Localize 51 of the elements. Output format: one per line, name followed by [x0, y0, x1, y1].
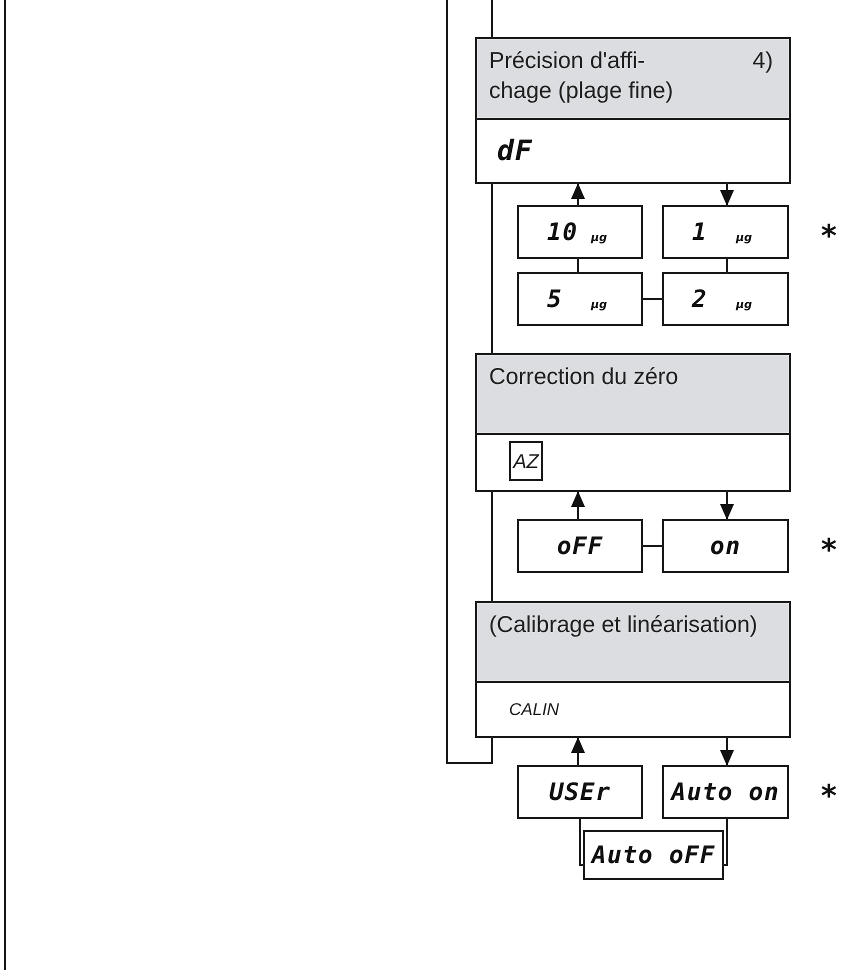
display-value: 2 — [692, 284, 708, 314]
connector-line — [726, 259, 728, 272]
display-code: CALIN — [509, 700, 560, 720]
connector-line — [446, 0, 493, 764]
connector-line — [491, 492, 493, 601]
parameter-title: Précision d'affi- chage (plage fine) — [489, 46, 674, 105]
display-value: on — [710, 531, 741, 561]
arrow — [720, 738, 734, 766]
display-box — [517, 519, 643, 573]
default-mark: * — [821, 222, 837, 252]
connector-line — [491, 184, 493, 353]
arrow — [571, 183, 585, 205]
arrow — [571, 737, 585, 765]
arrow — [720, 184, 734, 206]
default-mark: * — [821, 782, 837, 812]
connector-line — [643, 298, 662, 300]
unit-label: µg — [591, 231, 607, 245]
display-code: dF — [497, 136, 533, 166]
display-box — [517, 205, 643, 259]
connector-line — [579, 819, 583, 866]
parameter-title: Correction du zéro — [489, 362, 680, 391]
unit-label: µg — [736, 231, 752, 245]
menu-panel — [475, 353, 791, 492]
display-box — [662, 765, 789, 819]
default-mark: * — [821, 536, 837, 566]
connector-line — [724, 819, 728, 866]
display-value: 5 — [547, 284, 562, 314]
unit-label: µg — [736, 298, 752, 312]
display-box — [583, 830, 724, 880]
zero-symbol: AZ — [509, 441, 543, 481]
unit-label: µg — [591, 298, 607, 312]
display-box — [517, 765, 643, 819]
display-box — [517, 272, 643, 326]
connector-line — [643, 545, 662, 547]
display-box — [662, 519, 789, 573]
menu-panel — [475, 601, 791, 738]
connector-line — [577, 259, 579, 272]
menu-panel — [475, 37, 791, 184]
display-value: Auto on — [671, 777, 780, 807]
arrow — [571, 491, 585, 519]
display-value: oFF — [556, 531, 604, 561]
parameter-title: (Calibrage et linéarisation) — [489, 610, 758, 639]
connector-line — [491, 0, 493, 37]
display-value: Auto oFF — [592, 840, 716, 870]
display-value: 1 — [692, 217, 708, 247]
display-box — [662, 272, 789, 326]
display-value: 10 — [547, 217, 578, 247]
arrow — [720, 492, 734, 520]
display-value: USEr — [549, 777, 611, 807]
display-box — [662, 205, 789, 259]
footnote-number: 4) — [752, 46, 773, 75]
